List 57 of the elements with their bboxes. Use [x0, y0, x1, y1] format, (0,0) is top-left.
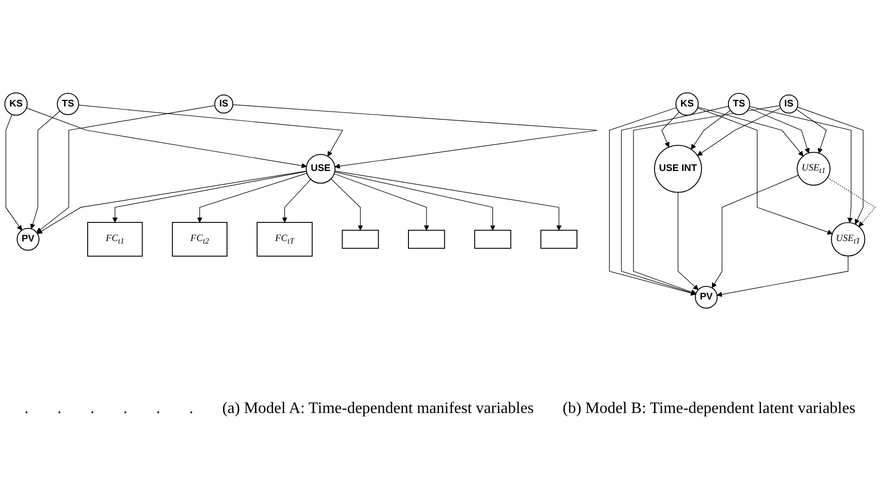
arrow: [334, 172, 430, 230]
arrow: [197, 172, 308, 222]
caption: (b) Model B: Time-dependent latent variables: [562, 400, 856, 418]
arrow: [712, 174, 799, 288]
node-box: [474, 229, 512, 248]
node-circle: USE: [306, 153, 336, 184]
arrow: [330, 178, 363, 230]
node-circle: IS: [214, 94, 234, 114]
arrow: [697, 107, 833, 234]
arrow: [112, 170, 307, 222]
caption: (a) Model A: Time-dependent manifest variables: [222, 400, 534, 418]
ellipsis-dot: .: [123, 400, 128, 418]
node-circle: PV: [16, 227, 40, 250]
arrow: [37, 170, 307, 234]
node-circle: TS: [56, 92, 80, 115]
node-box: [540, 229, 578, 248]
arrow: [232, 104, 598, 168]
node-circle: IS: [779, 94, 798, 114]
arrow: [78, 104, 344, 156]
arrow: [748, 107, 810, 153]
arrow: [633, 104, 780, 294]
arrow: [678, 192, 698, 290]
ellipsis-dot: .: [90, 400, 94, 418]
ellipsis-dot: .: [156, 400, 160, 418]
node-circle: KS: [675, 92, 699, 116]
arrow: [282, 178, 312, 222]
ellipsis-dot: .: [189, 400, 194, 418]
arrow: [6, 114, 22, 230]
node-box: FC$_{tT}$: [256, 221, 313, 256]
arrow: [30, 110, 60, 229]
arrow: [716, 255, 848, 296]
arrow: [334, 170, 562, 230]
arrow: [36, 104, 216, 232]
arrow: [697, 107, 781, 156]
arrow: [690, 110, 731, 150]
ellipsis-dot: .: [57, 400, 62, 418]
arrow: [609, 106, 696, 296]
arrow: [827, 176, 876, 226]
node-circle: USE$_{tT}$: [830, 222, 866, 256]
node-circle: PV: [694, 285, 718, 308]
node-circle: USE INT: [654, 144, 702, 192]
node-circle: USE$_{t1}$: [796, 151, 830, 186]
node-box: FC$_{t1}$: [87, 221, 143, 256]
arrow: [26, 107, 307, 168]
node-box: [342, 229, 379, 248]
arrow: [796, 108, 827, 153]
arrow: [698, 106, 804, 156]
node-circle: TS: [728, 92, 750, 115]
arrow: [621, 106, 729, 295]
node-circle: KS: [4, 92, 28, 116]
ellipsis-dot: .: [24, 400, 28, 418]
arrow: [334, 171, 496, 230]
arrow: [797, 106, 864, 224]
arrow: [749, 106, 853, 222]
node-box: [408, 229, 446, 248]
arrow: [661, 111, 680, 147]
node-box: FC$_{t2}$: [172, 221, 228, 256]
